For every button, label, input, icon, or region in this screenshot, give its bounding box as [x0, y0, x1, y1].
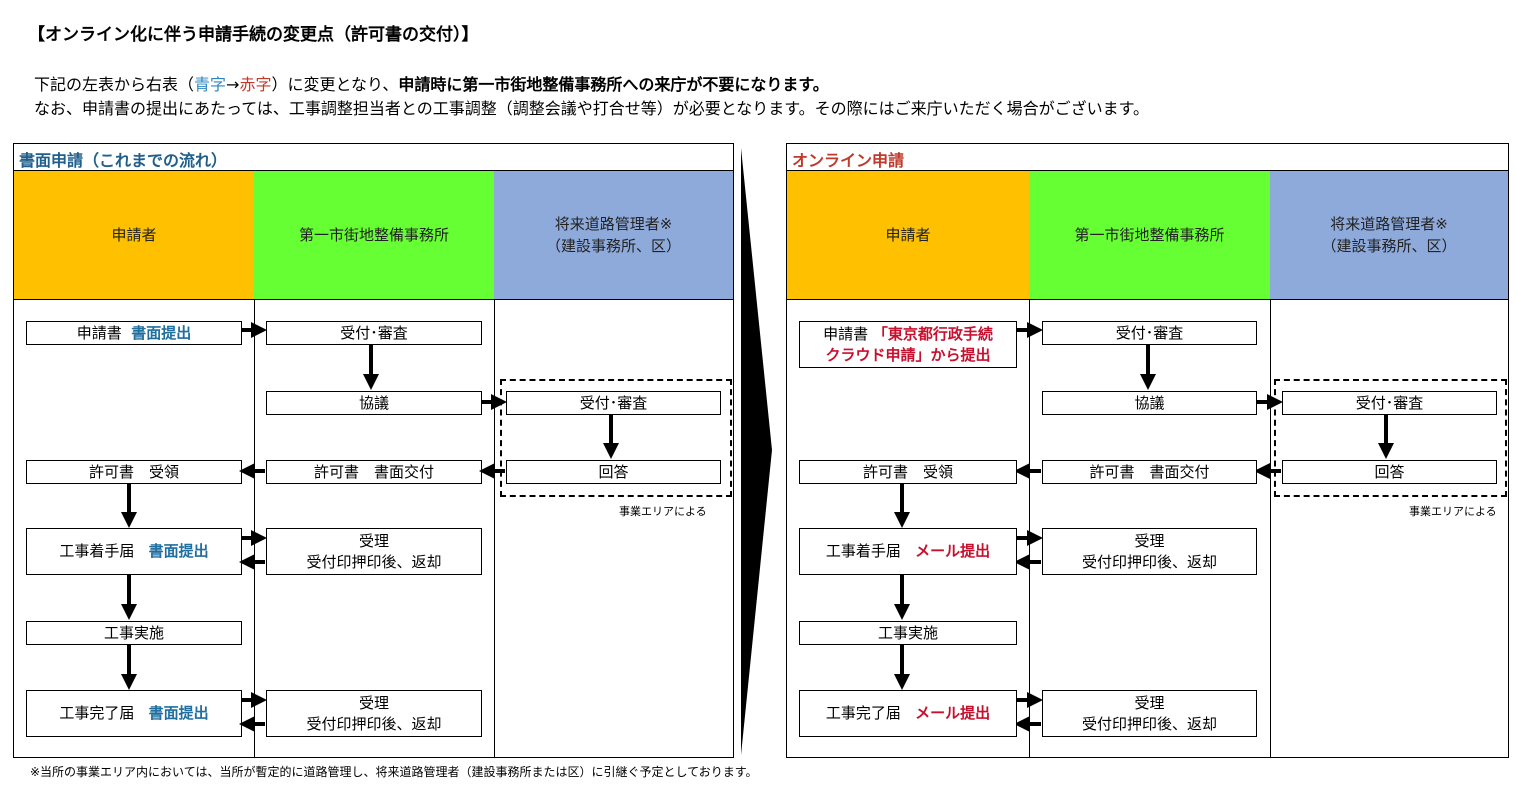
page-title: 【オンライン化に伴う申請手続の変更点（許可書の交付）】: [28, 25, 479, 45]
intro-blue-text: 青字: [194, 75, 227, 94]
intro-red-text: 赤字: [239, 75, 272, 94]
paper-application-panel: 書面申請（これまでの流れ） 申請者 第一市街地整備事務所 将来道路管理者※ （建設…: [13, 143, 734, 758]
box-office-issue: 許可書 書面交付: [1042, 460, 1257, 484]
header-future-manager: 将来道路管理者※ （建設事務所、区）: [1270, 171, 1508, 299]
receipt-1-line2: 受付印押印後、返却: [306, 552, 442, 571]
intro-text-a: 下記の左表から右表（: [34, 75, 195, 94]
box-apply-paper: 申請書 書面提出: [26, 321, 242, 345]
arrows-left: [121, 322, 619, 732]
intro-line-1: 下記の左表から右表（青字→赤字）に変更となり、申請時に第一市街地整備事務所への来…: [34, 71, 829, 95]
receipt-2-line1: 受理: [358, 693, 389, 712]
apply-method-line2: クラウド申請」から提出: [825, 345, 991, 364]
box-office-consult: 協議: [266, 391, 482, 415]
area-note: 事業エリアによる: [1409, 505, 1497, 518]
header-future-line1: 将来道路管理者※: [1330, 215, 1448, 233]
receipt-2-line2: 受付印押印後、返却: [306, 714, 442, 733]
box-permit-receive: 許可書 受領: [799, 460, 1017, 484]
header-office: 第一市街地整備事務所: [1029, 171, 1270, 299]
box-office-issue: 許可書 書面交付: [266, 460, 482, 484]
box-office-receipt-2: 受理 受付印押印後、返却: [1042, 690, 1257, 737]
box-apply-online: 申請書 「東京都行政手続 クラウド申請」から提出: [799, 321, 1017, 368]
box-office-consult: 協議: [1042, 391, 1257, 415]
intro-line-2: なお、申請書の提出にあたっては、工事調整担当者との工事調整（調整会議や打合せ等）…: [34, 99, 1150, 118]
complete-label: 工事完了届: [825, 704, 901, 722]
online-application-panel: オンライン申請 申請者 第一市街地整備事務所 将来道路管理者※ （建設事務所、区）…: [786, 143, 1509, 758]
box-office-receipt-2: 受理 受付印押印後、返却: [266, 690, 482, 737]
box-construction: 工事実施: [26, 621, 242, 645]
intro-bold-text: 申請時に第一市街地整備事務所への来庁が不要になります。: [398, 75, 829, 94]
header-future-line1: 将来道路管理者※: [554, 215, 673, 233]
header-future-line2: （建設事務所、区）: [1321, 237, 1457, 255]
transition-arrow: [741, 148, 772, 755]
box-office-reception: 受付･審査: [266, 321, 482, 345]
start-method: 書面提出: [148, 542, 209, 560]
apply-label: 申請書: [823, 324, 869, 343]
panel-title-online: オンライン申請: [792, 151, 905, 170]
intro-arrow: →: [226, 75, 240, 94]
complete-label: 工事完了届: [59, 704, 135, 722]
receipt-1-line2: 受付印押印後、返却: [1081, 552, 1217, 571]
box-complete-notice: 工事完了届 メール提出: [799, 690, 1017, 737]
box-future-answer: 回答: [506, 460, 721, 484]
start-method: メール提出: [915, 542, 991, 560]
area-note: 事業エリアによる: [619, 505, 707, 518]
complete-method: メール提出: [915, 704, 991, 722]
box-start-notice: 工事着手届 メール提出: [799, 528, 1017, 575]
apply-method-line1: 「東京都行政手続: [872, 324, 993, 343]
header-applicant: 申請者: [14, 171, 254, 299]
apply-method: 書面提出: [131, 323, 192, 342]
receipt-1-line1: 受理: [358, 531, 389, 550]
box-permit-receive: 許可書 受領: [26, 460, 242, 484]
receipt-1-line1: 受理: [1134, 531, 1165, 550]
arrows-right: [894, 322, 1394, 732]
receipt-2-line2: 受付印押印後、返却: [1081, 714, 1217, 733]
box-start-notice: 工事着手届 書面提出: [26, 528, 242, 575]
box-office-reception: 受付･審査: [1042, 321, 1257, 345]
header-applicant: 申請者: [787, 171, 1029, 299]
box-office-receipt-1: 受理 受付印押印後、返却: [1042, 528, 1257, 575]
box-future-reception: 受付･審査: [1282, 391, 1497, 415]
panel-title-paper: 書面申請（これまでの流れ）: [19, 151, 228, 170]
box-complete-notice: 工事完了届 書面提出: [26, 690, 242, 737]
start-label: 工事着手届: [825, 542, 901, 560]
future-dashed-group: [500, 379, 732, 497]
header-future-line2: （建設事務所、区）: [545, 237, 681, 255]
box-office-receipt-1: 受理 受付印押印後、返却: [266, 528, 482, 575]
footnote: ※当所の事業エリア内においては、当所が暫定的に道路管理し、将来道路管理者（建設事…: [30, 765, 758, 779]
box-future-answer: 回答: [1282, 460, 1497, 484]
header-office: 第一市街地整備事務所: [254, 171, 494, 299]
receipt-2-line1: 受理: [1134, 693, 1165, 712]
intro-text-b: ）に変更となり、: [271, 75, 399, 94]
apply-label: 申請書: [76, 323, 122, 342]
box-construction: 工事実施: [799, 621, 1017, 645]
start-label: 工事着手届: [59, 542, 135, 560]
header-future-manager: 将来道路管理者※ （建設事務所、区）: [494, 171, 733, 299]
future-dashed-group: [1274, 379, 1507, 497]
complete-method: 書面提出: [148, 704, 209, 722]
box-future-reception: 受付･審査: [506, 391, 721, 415]
